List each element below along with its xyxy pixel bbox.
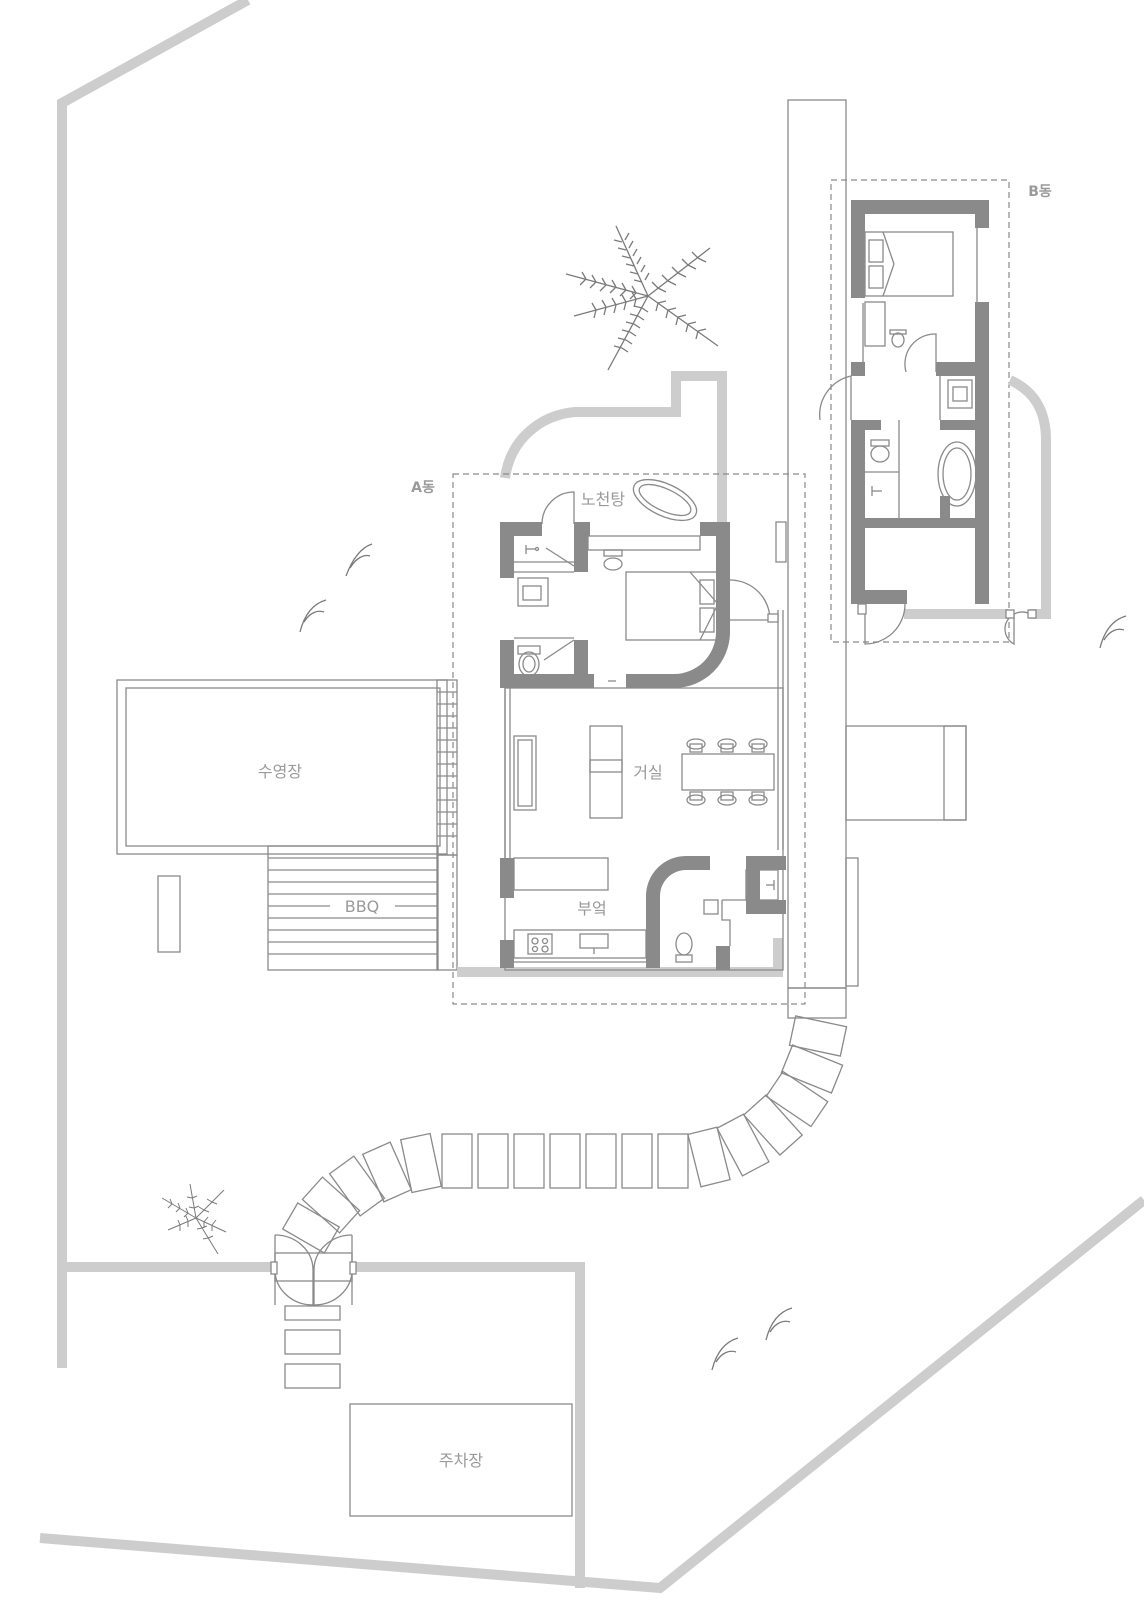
- door-icon: [904, 333, 937, 373]
- palm-tree-icon: [565, 225, 719, 371]
- parking-label: 주차장: [439, 1451, 483, 1470]
- grass-tuft-icon: [711, 1337, 739, 1371]
- a-dong-garden-wall: [457, 371, 783, 977]
- a-dong-label: A동: [411, 480, 435, 496]
- toilet-icon: [603, 549, 623, 571]
- bbq-deck: BBQ: [157, 845, 458, 971]
- stepping-stone-path: [281, 1015, 848, 1254]
- shower-icon: [525, 545, 540, 554]
- door-icon: [864, 603, 906, 645]
- dining-table-icon: [681, 738, 775, 806]
- sofa-icon: [513, 735, 537, 811]
- grass-tuft-icon: [345, 543, 373, 577]
- stove-icon: [527, 933, 553, 955]
- shower-icon: [871, 486, 882, 496]
- entrance-gate: [270, 1234, 357, 1389]
- door-icon: [819, 375, 852, 421]
- a-dong-fixtures: 노천탕 거실 부엌: [513, 478, 779, 963]
- site-boundary: [39, 0, 1144, 1594]
- bed-icon: [625, 571, 719, 641]
- open-bath-label: 노천탕: [581, 490, 625, 509]
- corridor-strip: [787, 99, 859, 1019]
- a-dong-walls: [500, 521, 787, 971]
- kitchen-label: 부엌: [577, 899, 606, 918]
- sink-icon: [579, 933, 609, 954]
- kitchen-island: [513, 857, 609, 891]
- palm-tree-icon: [161, 1183, 227, 1255]
- bathtub-icon: [632, 478, 698, 522]
- toilet-icon: [517, 645, 541, 677]
- b-dong-label: B동: [1028, 184, 1052, 200]
- sofa-icon: [589, 725, 623, 819]
- door-icon: [1004, 611, 1031, 646]
- shower-icon: [766, 880, 775, 890]
- parking-area: 주차장: [349, 1403, 573, 1517]
- grass-tuft-icon: [1099, 615, 1127, 649]
- a-dong-zone: A동: [411, 473, 806, 1005]
- door-icon: [541, 491, 575, 525]
- sink-icon: [947, 379, 973, 409]
- sink-icon: [517, 577, 549, 607]
- toilet-icon: [675, 932, 693, 963]
- bed-icon: [864, 231, 954, 297]
- chair-icon: [889, 329, 907, 348]
- storage-shed: [845, 725, 967, 821]
- pool-label: 수영장: [258, 762, 302, 781]
- grass-tuft-icon: [299, 599, 327, 633]
- toilet-icon: [870, 439, 890, 463]
- living-label: 거실: [633, 763, 662, 782]
- grass-tuft-icon: [765, 1307, 793, 1341]
- swimming-pool: 수영장: [116, 679, 458, 856]
- bathtub-icon: [937, 441, 977, 507]
- bbq-label: BBQ: [345, 897, 380, 916]
- b-dong: B동: [819, 179, 1052, 646]
